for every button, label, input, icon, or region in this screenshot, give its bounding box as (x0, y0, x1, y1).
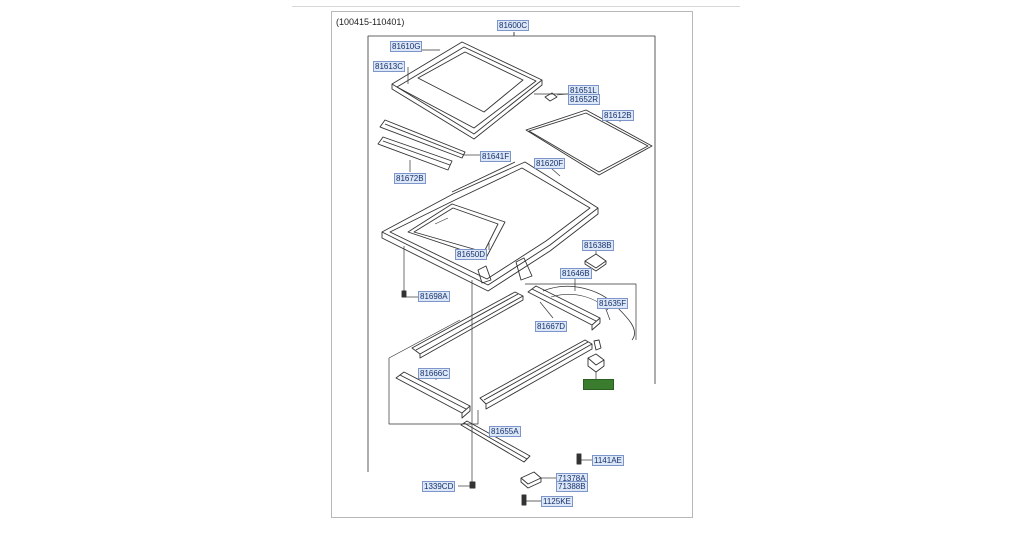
part-label-81635F[interactable]: 81635F (597, 298, 629, 309)
part-label-1141AE[interactable]: 1141AE (592, 455, 624, 466)
part-label-1339CD[interactable]: 1339CD (422, 481, 456, 492)
part-label-81667D[interactable]: 81667D (535, 321, 568, 332)
part-label-81612B[interactable]: 81612B (602, 110, 634, 121)
part-label-81631F[interactable]: 81631F (583, 379, 615, 390)
rear-trim (460, 420, 531, 463)
top-divider (292, 6, 740, 7)
part-label-81610G[interactable]: 81610G (390, 41, 423, 52)
part-label-81641F[interactable]: 81641F (480, 151, 512, 162)
small-bracket (520, 471, 542, 485)
part-label-81650D[interactable]: 81650D (455, 249, 488, 260)
part-label-81698A[interactable]: 81698A (418, 291, 450, 302)
part-label-81646B[interactable]: 81646B (560, 268, 592, 279)
part-label-81638B[interactable]: 81638B (582, 240, 614, 251)
part-label-81672B[interactable]: 81672B (394, 173, 426, 184)
assembly-bracket-line (367, 35, 656, 472)
part-label-71388B[interactable]: 71388B (556, 481, 588, 492)
glass-panel (391, 41, 543, 135)
sunroof-motor (587, 353, 605, 366)
part-label-81652R[interactable]: 81652R (568, 94, 601, 105)
part-label-1125KE[interactable]: 1125KE (541, 496, 573, 507)
sunshade-panel (525, 109, 653, 176)
part-label-81620F[interactable]: 81620F (534, 158, 566, 169)
part-label-81600C[interactable]: 81600C (497, 20, 530, 31)
part-label-81613C[interactable]: 81613C (373, 61, 406, 72)
header-code: (100415-110401) (336, 17, 405, 27)
weatherstrip (379, 119, 466, 159)
part-label-81666C[interactable]: 81666C (418, 368, 451, 379)
wind-deflector (377, 136, 453, 171)
part-label-81655A[interactable]: 81655A (489, 426, 521, 437)
